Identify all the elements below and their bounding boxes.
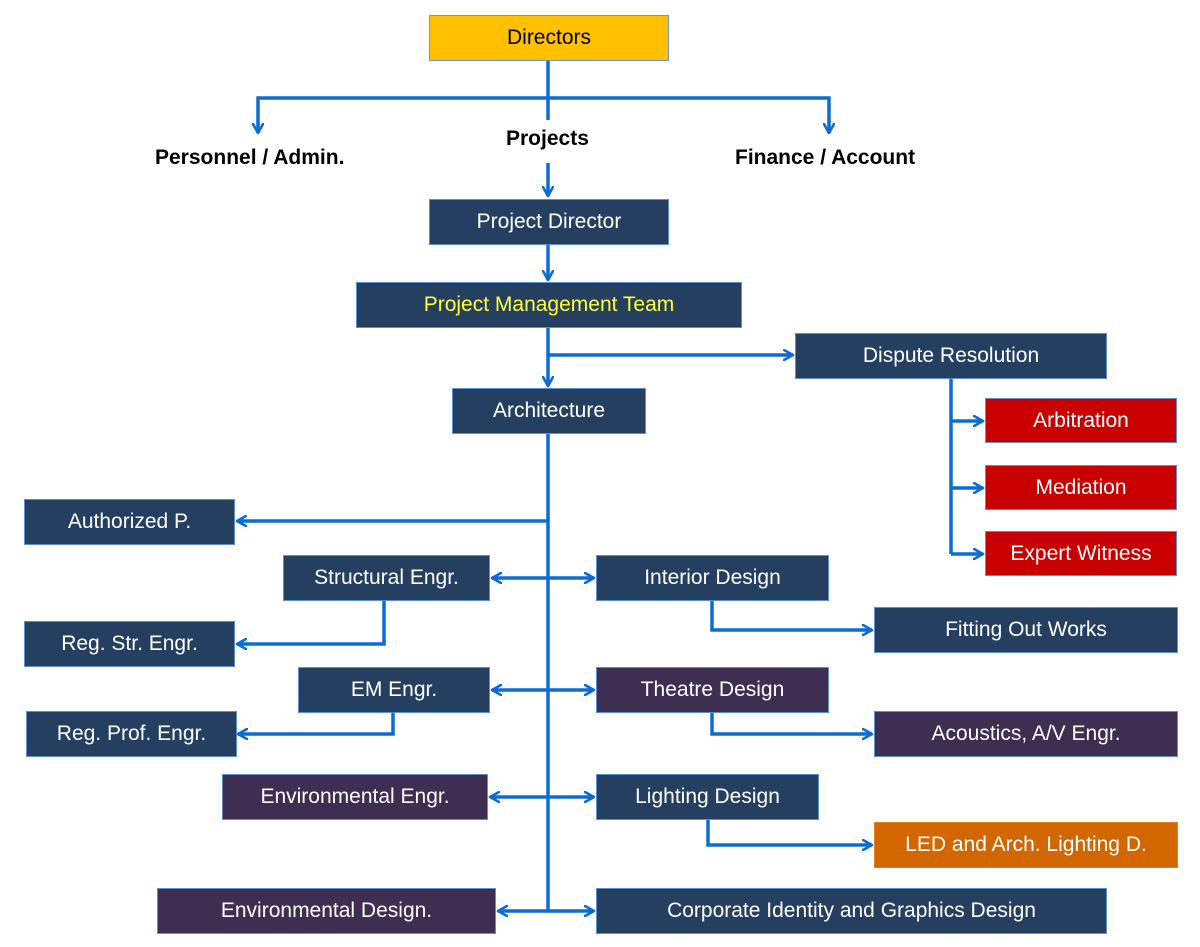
dispute-resolution-box: Dispute Resolution: [795, 333, 1107, 379]
acoustics-av-engr-box: Acoustics, A/V Engr.: [874, 711, 1178, 757]
directors-box: Directors: [429, 15, 669, 61]
environmental-design-box: Environmental Design.: [157, 888, 496, 934]
connector-to-finance: [548, 96, 829, 133]
connector-to-reg-str: [237, 600, 386, 644]
interior-design-box: Interior Design: [596, 555, 829, 601]
finance-account-label: Finance / Account: [735, 146, 916, 169]
project-director-box: Project Director: [429, 199, 669, 245]
project-management-team-box: Project Management Team: [356, 282, 742, 328]
reg-str-engr-box: Reg. Str. Engr.: [24, 621, 235, 667]
authorized-p-box: Authorized P.: [24, 499, 235, 545]
expert-witness-box: Expert Witness: [985, 531, 1177, 576]
mediation-box: Mediation: [985, 465, 1177, 510]
structural-engr-box: Structural Engr.: [283, 555, 490, 601]
connector-to-led: [706, 820, 872, 845]
fitting-out-works-box: Fitting Out Works: [874, 607, 1178, 653]
connector-to-personnel: [258, 96, 548, 133]
theatre-design-box: Theatre Design: [596, 667, 829, 713]
led-arch-lighting-box: LED and Arch. Lighting D.: [874, 822, 1178, 868]
corporate-identity-box: Corporate Identity and Graphics Design: [596, 888, 1107, 934]
architecture-box: Architecture: [452, 388, 646, 434]
lighting-design-box: Lighting Design: [596, 774, 819, 820]
environmental-engr-box: Environmental Engr.: [222, 774, 488, 820]
connector-to-reg-prof: [238, 712, 395, 734]
personnel-admin-label: Personnel / Admin.: [155, 146, 345, 169]
connector-to-acoustics: [710, 712, 872, 734]
em-engr-box: EM Engr.: [298, 667, 490, 713]
arbitration-box: Arbitration: [985, 398, 1177, 443]
projects-label: Projects: [506, 127, 589, 150]
reg-prof-engr-box: Reg. Prof. Engr.: [26, 711, 237, 757]
connector-to-fitting-out: [710, 600, 872, 630]
